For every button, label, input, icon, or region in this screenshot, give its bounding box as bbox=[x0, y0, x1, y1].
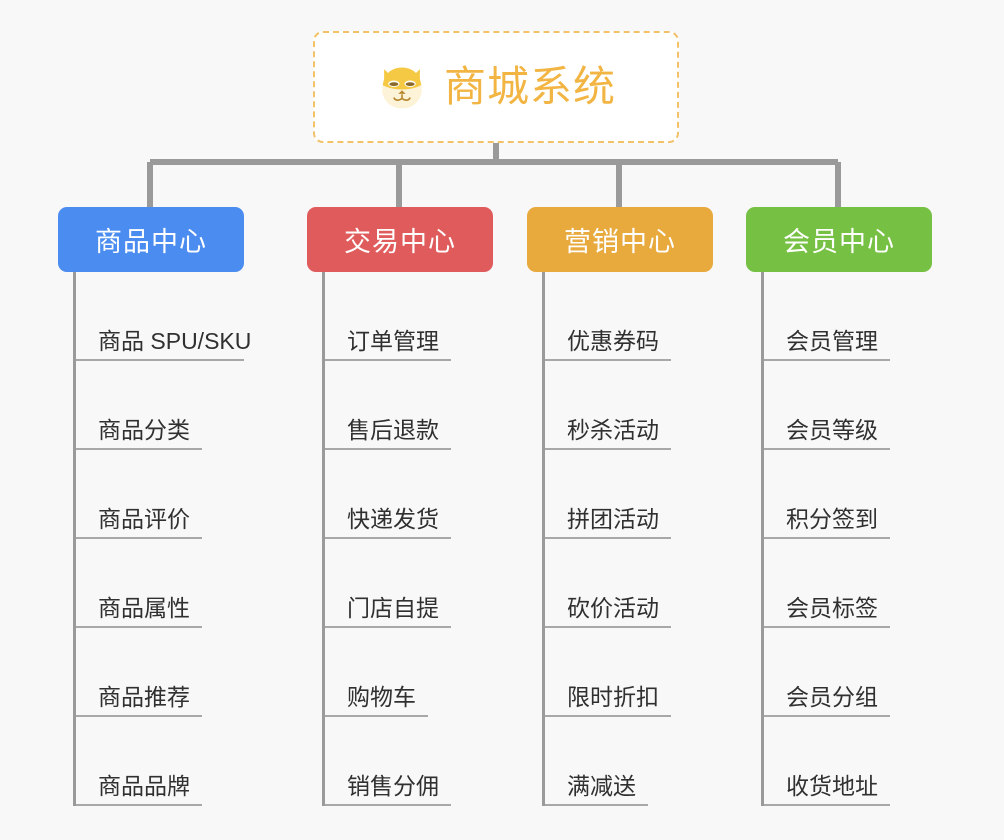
leaf-item[interactable]: 收货地址 bbox=[764, 717, 932, 806]
leaf-item[interactable]: 拼团活动 bbox=[545, 450, 713, 539]
leaf-item-label: 商品评价 bbox=[98, 505, 190, 532]
category-header-1[interactable]: 交易中心 bbox=[307, 207, 493, 272]
category-header-0[interactable]: 商品中心 bbox=[58, 207, 244, 272]
leaf-item[interactable]: 售后退款 bbox=[325, 361, 493, 450]
category-column-2: 营销中心 优惠券码 秒杀活动 拼团活动 砍价活动 限时折扣 满减送 bbox=[527, 207, 713, 806]
dog-nose bbox=[398, 90, 406, 94]
leaf-item-label: 订单管理 bbox=[347, 327, 439, 354]
leaf-item-label: 会员分组 bbox=[786, 683, 878, 710]
leaf-list-3: 会员管理 会员等级 积分签到 会员标签 会员分组 收货地址 bbox=[761, 272, 932, 806]
leaf-item-label: 商品属性 bbox=[98, 594, 190, 621]
leaf-item[interactable]: 秒杀活动 bbox=[545, 361, 713, 450]
leaf-item[interactable]: 积分签到 bbox=[764, 450, 932, 539]
category-header-label: 交易中心 bbox=[344, 227, 456, 257]
leaf-item[interactable]: 会员等级 bbox=[764, 361, 932, 450]
leaf-item[interactable]: 限时折扣 bbox=[545, 628, 713, 717]
leaf-item[interactable]: 商品推荐 bbox=[76, 628, 244, 717]
leaf-item[interactable]: 商品评价 bbox=[76, 450, 244, 539]
leaf-item[interactable]: 会员标签 bbox=[764, 539, 932, 628]
leaf-item[interactable]: 会员管理 bbox=[764, 272, 932, 361]
category-header-label: 会员中心 bbox=[783, 227, 895, 257]
leaf-item[interactable]: 商品分类 bbox=[76, 361, 244, 450]
leaf-item[interactable]: 门店自提 bbox=[325, 539, 493, 628]
leaf-list-1: 订单管理 售后退款 快递发货 门店自提 购物车 销售分佣 bbox=[322, 272, 493, 806]
leaf-item-label: 收货地址 bbox=[786, 772, 878, 799]
leaf-item-label: 会员标签 bbox=[786, 594, 878, 621]
category-header-label: 商品中心 bbox=[95, 227, 207, 257]
leaf-item-label: 商品 SPU/SKU bbox=[98, 327, 252, 354]
leaf-item-label: 砍价活动 bbox=[567, 594, 659, 621]
leaf-item[interactable]: 商品品牌 bbox=[76, 717, 244, 806]
leaf-item-label: 商品推荐 bbox=[98, 683, 190, 710]
leaf-item[interactable]: 快递发货 bbox=[325, 450, 493, 539]
leaf-item[interactable]: 商品属性 bbox=[76, 539, 244, 628]
leaf-item[interactable]: 满减送 bbox=[545, 717, 713, 806]
leaf-item-label: 门店自提 bbox=[347, 594, 439, 621]
leaf-list-0: 商品 SPU/SKU 商品分类 商品评价 商品属性 商品推荐 商品品牌 bbox=[73, 272, 251, 806]
leaf-item[interactable]: 商品 SPU/SKU bbox=[76, 272, 251, 361]
leaf-list-2: 优惠券码 秒杀活动 拼团活动 砍价活动 限时折扣 满减送 bbox=[542, 272, 713, 806]
leaf-item-label: 积分签到 bbox=[786, 505, 878, 532]
leaf-item-label: 销售分佣 bbox=[347, 772, 439, 799]
leaf-item[interactable]: 订单管理 bbox=[325, 272, 493, 361]
category-column-3: 会员中心 会员管理 会员等级 积分签到 会员标签 会员分组 收货地址 bbox=[746, 207, 932, 806]
leaf-item-label: 商品分类 bbox=[98, 416, 190, 443]
leaf-item-label: 会员管理 bbox=[786, 327, 878, 354]
category-column-1: 交易中心 订单管理 售后退款 快递发货 门店自提 购物车 销售分佣 bbox=[307, 207, 493, 806]
leaf-item[interactable]: 购物车 bbox=[325, 628, 493, 717]
leaf-item[interactable]: 砍价活动 bbox=[545, 539, 713, 628]
leaf-item-label: 快递发货 bbox=[347, 505, 439, 532]
leaf-item-label: 限时折扣 bbox=[567, 683, 659, 710]
root-title: 商城系统 bbox=[443, 63, 616, 110]
leaf-item-label: 拼团活动 bbox=[567, 505, 659, 532]
leaf-item-label: 满减送 bbox=[567, 772, 636, 799]
category-column-0: 商品中心 商品 SPU/SKU 商品分类 商品评价 商品属性 商品推荐 商品品牌 bbox=[58, 207, 251, 806]
leaf-item[interactable]: 销售分佣 bbox=[325, 717, 493, 806]
category-header-2[interactable]: 营销中心 bbox=[527, 207, 713, 272]
shiba-dog-face-icon bbox=[382, 67, 422, 109]
leaf-item-label: 售后退款 bbox=[347, 416, 439, 443]
root-node[interactable]: 商城系统 bbox=[313, 31, 679, 143]
leaf-item-label: 秒杀活动 bbox=[567, 416, 659, 443]
leaf-item-label: 优惠券码 bbox=[567, 327, 659, 354]
category-header-3[interactable]: 会员中心 bbox=[746, 207, 932, 272]
leaf-item-label: 购物车 bbox=[347, 683, 416, 710]
leaf-item-label: 商品品牌 bbox=[98, 772, 190, 799]
leaf-item[interactable]: 会员分组 bbox=[764, 628, 932, 717]
category-header-label: 营销中心 bbox=[564, 227, 676, 257]
leaf-item[interactable]: 优惠券码 bbox=[545, 272, 713, 361]
leaf-item-label: 会员等级 bbox=[786, 416, 878, 443]
